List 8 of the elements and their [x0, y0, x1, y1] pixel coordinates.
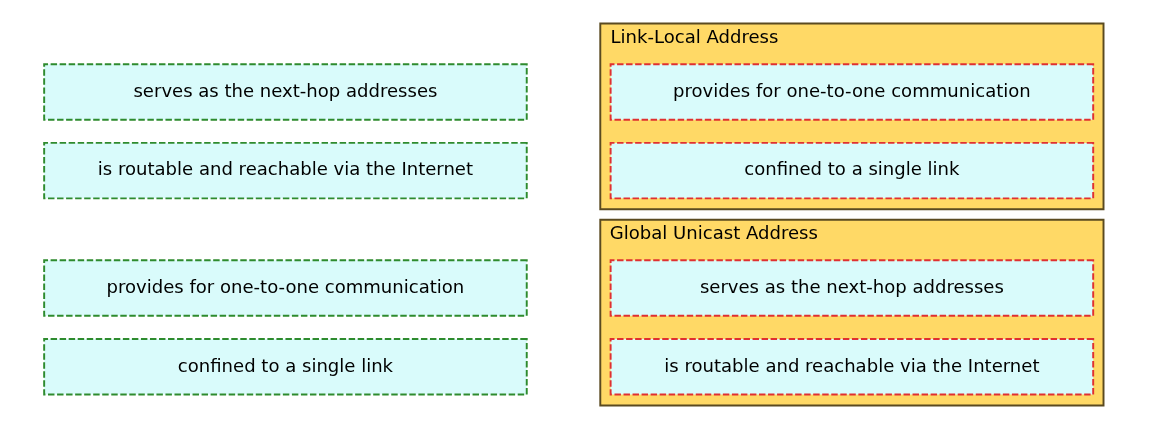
node-box: confined to a single link — [43, 338, 528, 396]
node-box: provides for one-to-one communication — [43, 259, 528, 317]
node-box: provides for one-to-one communication — [609, 63, 1095, 121]
node-box: serves as the next-hop addresses — [43, 63, 528, 121]
node-box: serves as the next-hop addresses — [609, 259, 1095, 317]
node-box: confined to a single link — [609, 141, 1095, 200]
node-box: is routable and reachable via the Internet — [609, 338, 1095, 396]
node-box: is routable and reachable via the Internet — [43, 141, 528, 200]
